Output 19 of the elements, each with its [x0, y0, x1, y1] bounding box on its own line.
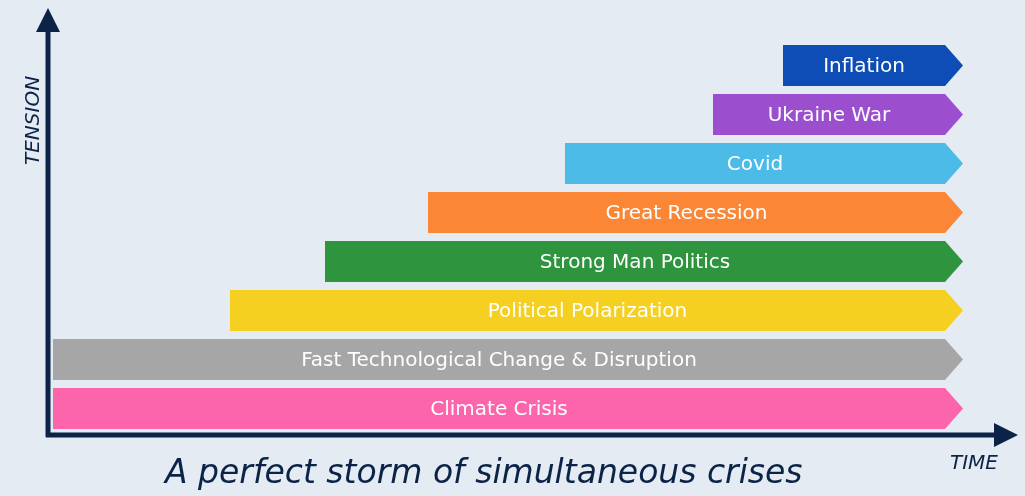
caption: A perfect storm of simultaneous crises — [165, 452, 803, 491]
band-label: Strong Man Politics — [538, 248, 732, 275]
band-label: Political Polarization — [486, 297, 689, 324]
arrow-band — [53, 339, 963, 380]
axis-title: TENSION — [20, 75, 44, 165]
arrow-band — [325, 241, 963, 282]
arrow-band — [565, 143, 963, 184]
band-label: Ukraine War — [766, 101, 892, 128]
band-label: Climate Crisis — [429, 395, 569, 422]
arrow-band — [783, 45, 963, 86]
band-label: Great Recession — [604, 199, 769, 226]
arrow-band — [428, 192, 963, 233]
band-label: Covid — [725, 150, 785, 177]
axis-title: TIME — [950, 450, 998, 474]
arrow-band — [53, 388, 963, 429]
arrow-band — [230, 290, 963, 331]
band-label: Fast Technological Change & Disruption — [300, 346, 698, 373]
band-label: Inflation — [822, 52, 906, 79]
arrow-band — [713, 94, 963, 135]
